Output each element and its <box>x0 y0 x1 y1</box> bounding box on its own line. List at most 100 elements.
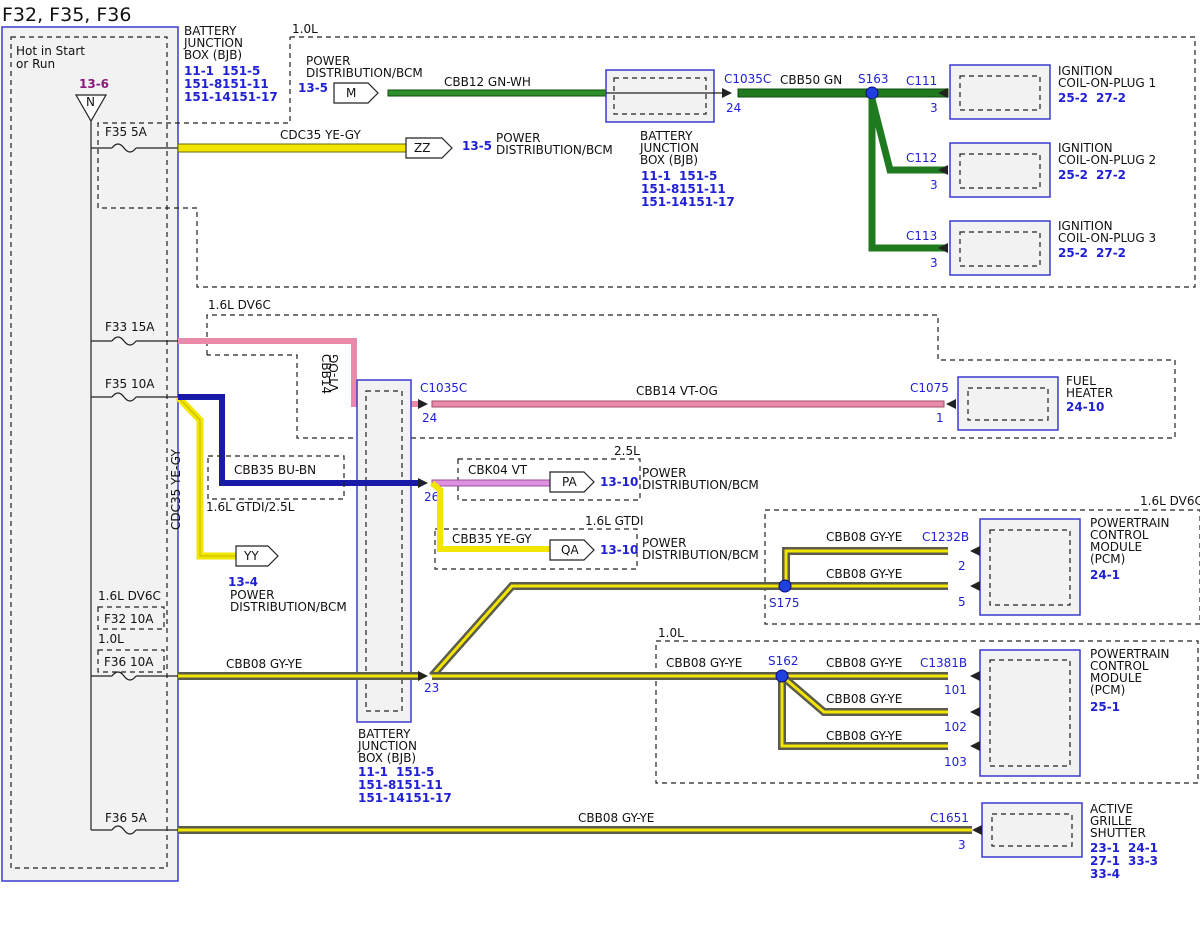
wire-cbb35-ye-gy <box>430 480 550 552</box>
coil-1 <box>938 64 1051 120</box>
bjb-ref-item[interactable]: 151-14 <box>358 791 405 805</box>
coil-3-ref-a[interactable]: 25-2 <box>1058 246 1088 260</box>
coil-1-ref-b[interactable]: 27-2 <box>1096 91 1126 105</box>
wire-cbb14-v-label: CBB14 <box>319 354 333 394</box>
text-line: COIL-ON-PLUG 2 <box>1058 153 1156 167</box>
shutter-ref[interactable]: 27-1 <box>1090 854 1120 868</box>
ref-13-10-pa[interactable]: 13-10 <box>600 475 638 489</box>
arrow-yy-label: YY <box>243 549 259 563</box>
pcm-1-ref[interactable]: 24-1 <box>1090 568 1120 582</box>
bjb-ref-item[interactable]: 151-8 <box>358 778 396 792</box>
bjb-ref-item[interactable]: 151-11 <box>396 778 443 792</box>
wire-cdc35-vertical-edge <box>177 396 236 557</box>
text-line: DISTRIBUTION/BCM <box>306 66 423 80</box>
arrow-m-label: M <box>346 86 356 100</box>
bjb-ref-item[interactable]: 151-14 <box>184 90 231 104</box>
ref-13-4[interactable]: 13-4 <box>228 575 258 589</box>
shutter-ref[interactable]: 33-3 <box>1128 854 1158 868</box>
bjb-ref-item[interactable]: 151-5 <box>396 765 434 779</box>
node-triangle <box>74 94 108 123</box>
splice-s163-label: S163 <box>858 72 889 86</box>
bjb-ref-item[interactable]: 151-17 <box>231 90 278 104</box>
splice-s162 <box>775 669 789 683</box>
bjb-ref-item[interactable]: 151-17 <box>405 791 452 805</box>
ref-13-10-qa[interactable]: 13-10 <box>600 543 638 557</box>
wire-cbb50 <box>737 88 949 98</box>
fuel-heater-ref[interactable]: 24-10 <box>1066 400 1104 414</box>
arrow-pa <box>549 471 595 493</box>
ref-13-5-m[interactable]: 13-5 <box>298 81 328 95</box>
bjb-ref-item[interactable]: 151-8 <box>641 182 679 196</box>
variant-1-0l: 1.0L <box>292 22 318 36</box>
text-line: POWER <box>230 588 274 602</box>
text-line: CONTROL <box>1090 659 1149 673</box>
splice-s162-label: S162 <box>768 654 799 668</box>
pin-24-mid: 24 <box>422 411 437 425</box>
wire-cbb50-branch-3 <box>868 99 948 252</box>
coil-2-ref-a[interactable]: 25-2 <box>1058 168 1088 182</box>
bjb-ref-item[interactable]: 151-14 <box>641 195 688 209</box>
text-line: or Run <box>16 57 55 71</box>
coil-3-ref-b[interactable]: 27-2 <box>1096 246 1126 260</box>
bjb-mid-inner <box>365 390 403 712</box>
pin-3-c1651: 3 <box>958 838 966 852</box>
text-line: BATTERY <box>358 727 411 741</box>
text-line: HEATER <box>1066 386 1113 400</box>
zone-1-6l-gtdi-2-5l <box>207 455 345 500</box>
bjb-ref-item[interactable]: 11-1 <box>358 765 388 779</box>
wire-cbb08-label-pcm2c: CBB08 GY-YE <box>826 692 902 706</box>
bjb-ref-item[interactable]: 151-17 <box>688 195 735 209</box>
fuse-f32-box <box>97 606 165 630</box>
pin-2: 2 <box>958 559 966 573</box>
text-line: BOX (BJB) <box>640 153 698 167</box>
splice-s175-label: S175 <box>769 596 800 610</box>
wire-cbb50-branch-2 <box>868 98 948 174</box>
zone-1-0l-mid <box>655 640 1199 784</box>
fuse-f36-5a-label: F36 5A <box>105 811 148 825</box>
bjb-refs-top: 11-1 151-5 151-8 151-11 151-14 151-17 <box>184 64 278 104</box>
conn-c112: C112 <box>906 151 937 165</box>
text-line: CONTROL <box>1090 528 1149 542</box>
text-line: JUNCTION <box>639 141 699 155</box>
fuse-f33-label: F33 15A <box>105 320 155 334</box>
bjb-ref-item[interactable]: 151-11 <box>222 77 269 91</box>
text-line: (PCM) <box>1090 552 1125 566</box>
wire-cbb08-to-s162 <box>432 672 948 750</box>
shutter-ref[interactable]: 24-1 <box>1128 841 1158 855</box>
coil-2-ref-b[interactable]: 27-2 <box>1096 168 1126 182</box>
bjb-ref-item[interactable]: 151-11 <box>679 182 726 196</box>
bjb-ref-item[interactable]: 11-1 <box>641 169 671 183</box>
bjb-left-box <box>1 26 179 882</box>
bjb-ref-item[interactable]: 151-5 <box>222 64 260 78</box>
pcm-2-ref[interactable]: 25-1 <box>1090 700 1120 714</box>
shutter-ref[interactable]: 23-1 <box>1090 841 1120 855</box>
text-line: POWERTRAIN <box>1090 647 1170 661</box>
bjb-ref-item[interactable]: 151-8 <box>184 77 222 91</box>
coil-1-ref-a[interactable]: 25-2 <box>1058 91 1088 105</box>
text-line: COIL-ON-PLUG 3 <box>1058 231 1156 245</box>
ref-13-5-zz[interactable]: 13-5 <box>462 139 492 153</box>
text-line: DISTRIBUTION/BCM <box>642 548 759 562</box>
bjb-refs-bottom: 11-1 151-5 151-8 151-11 151-14 151-17 <box>358 765 452 805</box>
wire-cbb08-label-pcm1a: CBB08 GY-YE <box>826 530 902 544</box>
conn-c113: C113 <box>906 229 937 243</box>
wire-cbb08-label-pcm2b: CBB08 GY-YE <box>826 656 902 670</box>
pin-24-top: 24 <box>726 101 741 115</box>
wire-vt-og-v-label: VT-OG <box>327 354 341 392</box>
text-line: IGNITION <box>1058 219 1113 233</box>
variant-2-5l: 2.5L <box>614 444 640 458</box>
fuse-f35-10a-label: F35 10A <box>105 377 155 391</box>
coil-2 <box>938 142 1051 198</box>
bjb-ref-item[interactable]: 151-5 <box>679 169 717 183</box>
text-line: GRILLE <box>1090 814 1132 828</box>
shutter-ref[interactable]: 33-4 <box>1090 867 1120 881</box>
fuel-heater <box>946 376 1059 431</box>
bjb-mid-top-inner <box>613 77 707 115</box>
conn-c1035c-top: C1035C <box>724 72 771 86</box>
bjb-ref-item[interactable]: 11-1 <box>184 64 214 78</box>
